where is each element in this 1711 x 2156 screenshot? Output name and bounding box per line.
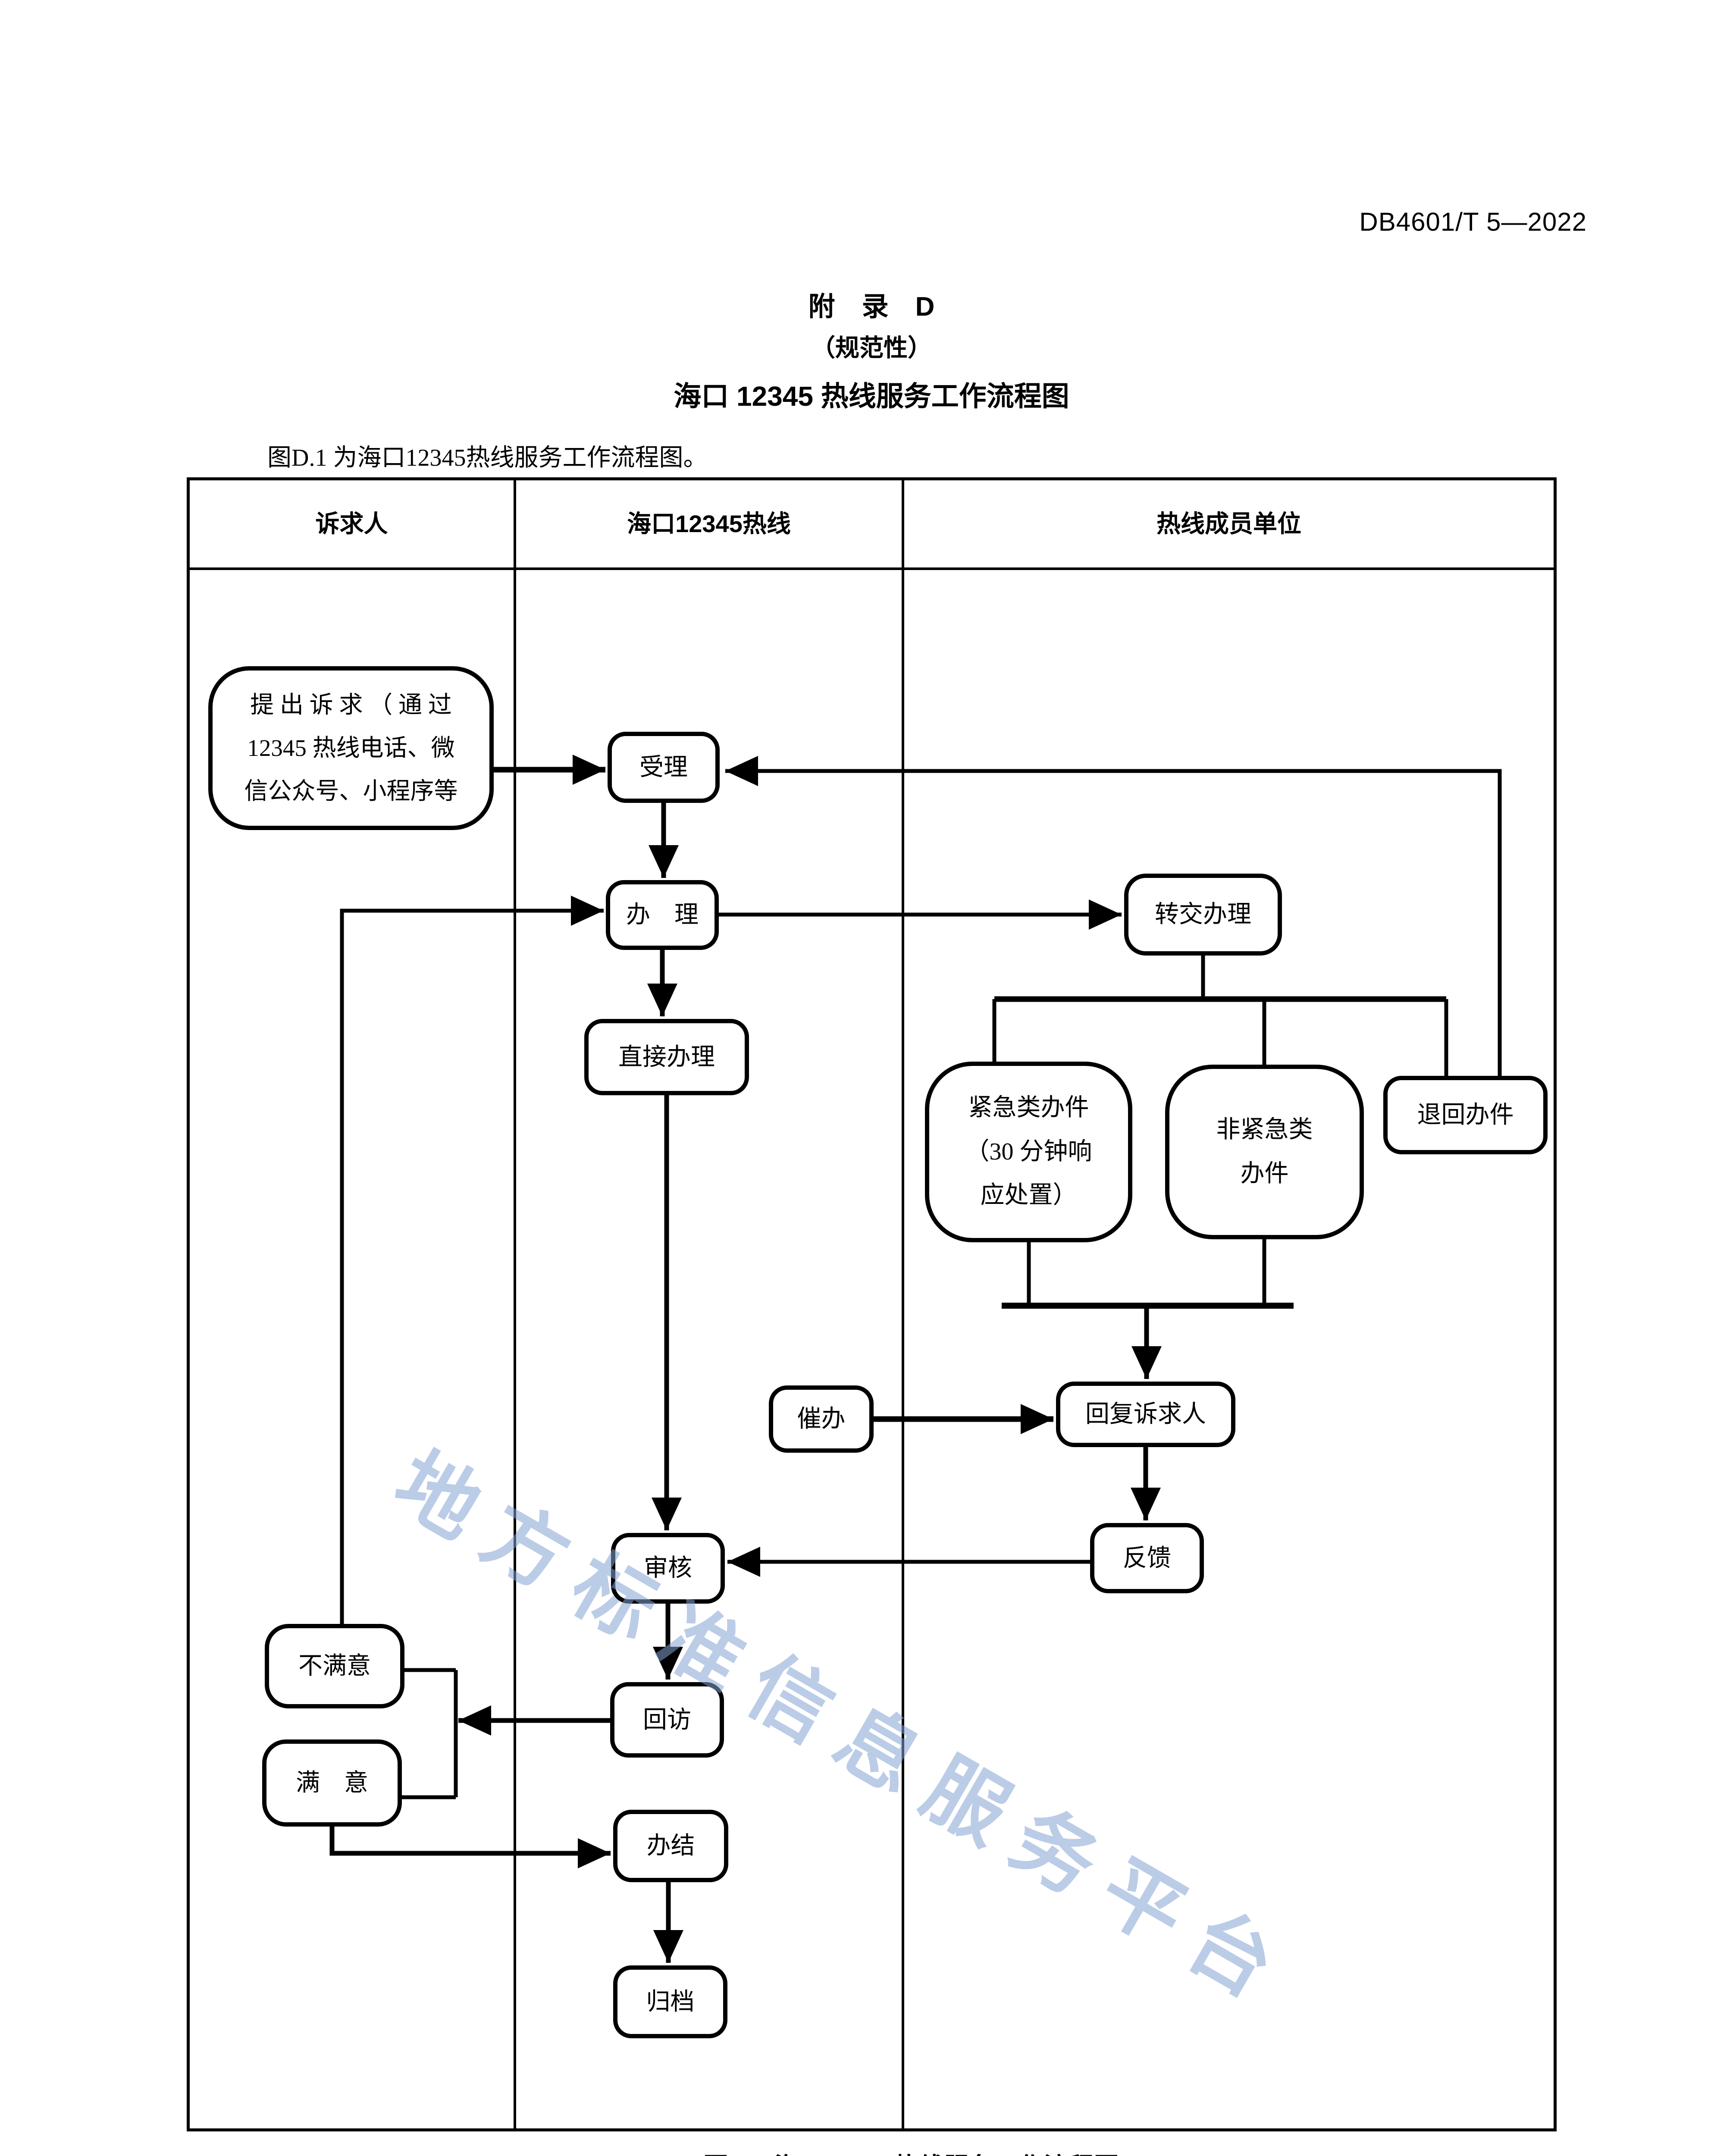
figure-caption: 图D.1 海口12345热线服务工作流程图 [480,2147,1342,2156]
node-direct-handle: 直接办理 [584,1019,749,1095]
node-satisfied: 满 意 [262,1739,402,1827]
node-callback: 回访 [610,1682,724,1758]
intro-sentence: 图D.1 为海口12345热线服务工作流程图。 [267,445,708,471]
node-urge: 催办 [769,1385,874,1453]
node-callback-label: 回访 [643,1706,691,1733]
node-non-urgent-line1: 非紧急类 [1216,1116,1313,1143]
node-reply-petitioner: 回复诉求人 [1056,1382,1235,1447]
node-close: 办结 [613,1810,728,1882]
header-row-border [190,567,1554,570]
node-urgent-line3: 应处置） [980,1182,1077,1209]
node-close-label: 办结 [646,1833,695,1859]
node-transfer-handle-label: 转交办理 [1155,901,1251,928]
node-urgent-line1: 紧急类办件 [968,1094,1089,1121]
node-satisfied-label: 满 意 [296,1770,368,1796]
node-unsatisfied-label: 不满意 [298,1653,371,1680]
column-header-member-units: 热线成员单位 [1156,510,1301,537]
appendix-subtitle: 海口 12345 热线服务工作流程图 [674,381,1069,412]
column-divider-2 [902,480,904,2128]
node-transfer-handle: 转交办理 [1124,874,1282,956]
node-archive: 归档 [613,1965,727,2038]
node-handle: 办 理 [606,880,719,950]
node-petition: 提 出 诉 求 （ 通 过 12345 热线电话、微 信公众号、小程序等 [208,666,494,830]
node-archive-label: 归档 [646,1988,695,2015]
arrow-satisfied-to-close [329,1827,611,1868]
node-feedback: 反馈 [1090,1523,1204,1593]
node-urgent-line2: （30 分钟响 [965,1138,1092,1165]
node-accept: 受理 [608,732,720,803]
node-urge-label: 催办 [797,1406,846,1432]
node-accept-label: 受理 [639,754,688,781]
node-handle-label: 办 理 [626,902,699,928]
node-petition-line1: 提 出 诉 求 （ 通 过 [250,691,452,718]
arrow-return-to-accept [725,756,1502,1076]
node-return-item: 退回办件 [1383,1076,1548,1154]
node-non-urgent-line2: 办件 [1240,1160,1289,1187]
node-review-label: 审核 [644,1555,692,1582]
node-petition-line2: 12345 热线电话、微 [247,734,455,761]
node-urgent-item: 紧急类办件 （30 分钟响 应处置） [925,1062,1132,1242]
swimlane-table: 诉求人 海口12345热线 热线成员单位 [187,477,1557,2131]
node-unsatisfied: 不满意 [265,1624,404,1708]
node-non-urgent-item: 非紧急类 办件 [1165,1065,1364,1239]
arrow-unsatisfied-to-handle [340,896,604,1624]
node-reply-petitioner-label: 回复诉求人 [1085,1401,1206,1428]
node-feedback-label: 反馈 [1123,1545,1171,1572]
column-header-hotline: 海口12345热线 [627,510,791,537]
appendix-title: 附 录 D [808,292,935,322]
node-petition-line3: 信公众号、小程序等 [244,778,458,805]
column-divider-1 [514,480,516,2128]
appendix-normative: （规范性） [811,334,932,361]
node-return-item-label: 退回办件 [1417,1102,1514,1128]
column-header-petitioner: 诉求人 [315,510,388,537]
node-review: 审核 [611,1533,725,1604]
node-direct-handle-label: 直接办理 [618,1044,715,1071]
standard-number: DB4601/T 5—2022 [1359,207,1587,236]
